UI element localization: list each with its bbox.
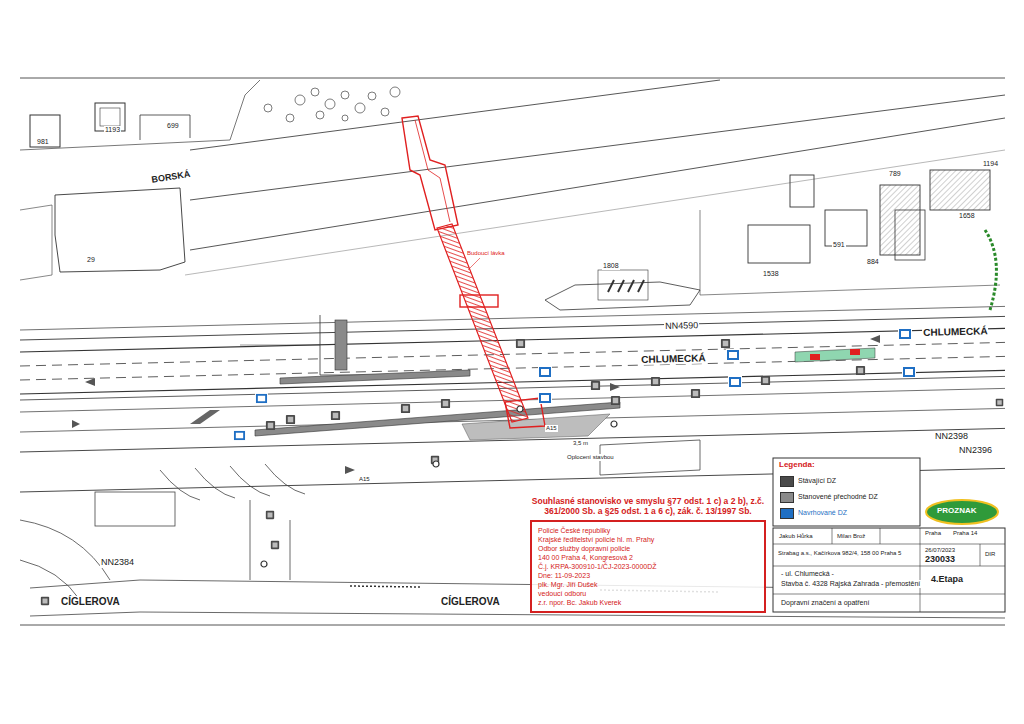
stamp-line: Dne: 11-09-2023 — [538, 571, 758, 580]
map-label: 26/07/2023 — [924, 547, 956, 554]
approval-stamp: Souhlasné stanovisko ve smyslu §77 odst.… — [530, 497, 766, 613]
legend-text: Navrhované DZ — [798, 509, 847, 516]
map-label: CÍGLEROVA — [440, 596, 501, 607]
legend-swatch — [780, 508, 794, 519]
legend-swatch — [780, 476, 794, 487]
stamp-frame: Policie České republikyKrajské ředitelst… — [530, 520, 766, 614]
map-label: NN2384 — [100, 558, 135, 568]
map-label: Dopravní značení a opatření — [780, 599, 870, 607]
stamp-line: plk. Mgr. Jiří Dušek — [538, 580, 758, 589]
map-label: 981 — [36, 138, 50, 146]
stamp-line: Č.j. KRPA-300910-1/ČJ-2023-0000DŽ — [538, 562, 758, 571]
map-label: 1194 — [982, 160, 999, 168]
map-label: Milan Brož — [836, 533, 866, 540]
stamp-line: Krajské ředitelství policie hl. m. Prahy — [538, 535, 758, 544]
map-label: 1658 — [958, 212, 976, 220]
map-label: Praha — [924, 530, 942, 537]
map-label: Legenda: — [778, 461, 816, 470]
legend-text: Stanovené přechodné DZ — [798, 493, 878, 500]
map-label: NN2398 — [934, 432, 969, 442]
map-label: CÍGLEROVA — [60, 596, 121, 607]
map-label: 29 — [86, 256, 96, 264]
map-label: 4.Etapa — [930, 575, 964, 585]
stamp-heading: Souhlasné stanovisko ve smyslu §77 odst.… — [530, 497, 766, 517]
map-label: 1193 — [104, 126, 121, 134]
stamp-line: Policie České republiky — [538, 526, 758, 535]
map-label: 230033 — [924, 555, 956, 565]
map-label: 789 — [888, 170, 902, 178]
stamp-line: z.r. npor. Bc. Jakub Kverek — [538, 598, 758, 607]
map-label: Praha 14 — [952, 530, 978, 537]
stamp-line: 140 00 Praha 4, Kongresová 2 — [538, 553, 758, 562]
map-label: 1808 — [602, 262, 620, 270]
map-label: DIR — [984, 551, 996, 558]
map-label: CHLUMECKÁ — [922, 325, 989, 338]
map-label: 3,5 m — [572, 440, 589, 447]
map-label: 591 — [832, 241, 846, 249]
legend-swatch — [780, 492, 794, 503]
map-label: 699 — [166, 122, 180, 130]
map-label: Oplocení stavbou — [566, 454, 615, 461]
map-label: A15 — [358, 476, 371, 483]
map-label: - ul. Chlumecká - — [780, 570, 835, 578]
map-label: Budoucí lávka — [466, 250, 506, 257]
map-label: A15 — [545, 425, 558, 432]
map-label: Jakub Hůrka — [778, 533, 814, 540]
map-label: NN2396 — [958, 446, 993, 456]
map-label: BORSKÁ — [150, 170, 192, 186]
map-label: Strabag a.s., Kačírkova 982/4, 158 00 Pr… — [777, 550, 902, 557]
map-label: NN4590 — [664, 321, 699, 332]
stamp-line: vedoucí odboru — [538, 589, 758, 598]
stamp-line: Odbor služby dopravní policie — [538, 544, 758, 553]
map-label: 1538 — [762, 270, 780, 278]
map-label: PROZNAK — [936, 507, 978, 516]
map-label: Stavba č. 4328 Rajská Zahrada - přemostě… — [780, 580, 921, 588]
legend-text: Stávající DZ — [798, 477, 836, 484]
map-label: CHLUMECKÁ — [640, 352, 707, 365]
map-label: 884 — [866, 258, 880, 266]
